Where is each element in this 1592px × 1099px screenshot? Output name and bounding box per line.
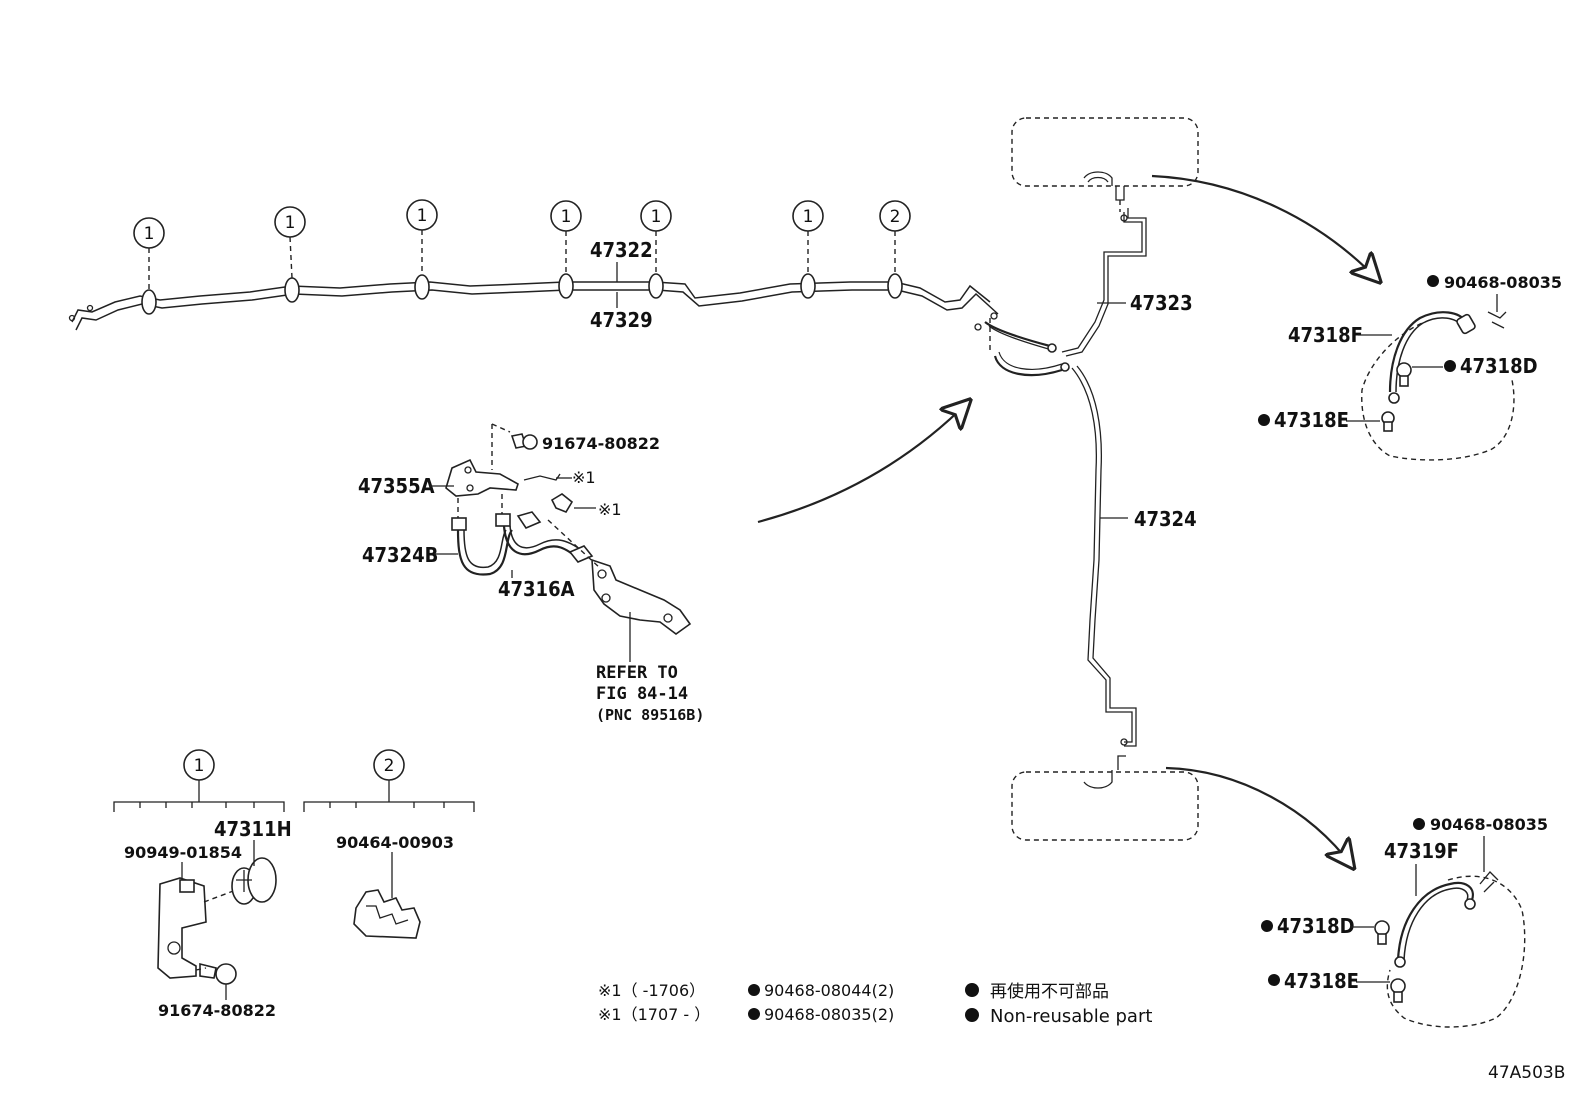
note-x1-clip-b: ※1 [598,500,622,519]
rear-hose-detail [1374,871,1526,1028]
part-47318F-label: 47318F [1288,323,1363,347]
legend-en: Non-reusable part [990,1006,1152,1027]
clamp-marker [414,274,430,300]
junction-hoses [974,312,1070,377]
svg-text:1: 1 [194,756,205,776]
svg-text:1: 1 [285,213,296,233]
refer-pnc-line: (PNC 89516B) [596,706,704,724]
callout-1: 1 [406,199,438,231]
refer-fig-line: FIG 84-14 [596,684,688,704]
footnote-row2-range: ※1（1707 - ） [598,1005,710,1024]
clamp-marker [284,277,300,303]
svg-text:1: 1 [651,207,662,227]
clamp-1-detail: 1 [113,749,285,985]
part-90464-00903-label: 90464-00903 [336,833,454,852]
rear-hose-assembly [445,423,692,662]
part-47316A-label: 47316A [498,577,575,601]
legend-jp: 再使用不可部品 [990,981,1109,1002]
refer-to-line: REFER TO [596,663,678,683]
main-brake-tube [68,281,999,331]
callout-circles: 1 1 1 1 1 1 2 [133,199,911,249]
callout-1: 1 [550,200,582,232]
part-47318D-top-label: 47318D [1460,354,1538,378]
part-47322-label: 47322 [590,238,653,262]
callout-1: 1 [133,217,165,249]
part-47355A-label: 47355A [358,474,435,498]
part-47319F-label: 47319F [1384,839,1459,863]
part-47311H-label: 47311H [214,817,292,841]
arrow-to-rear-hose [1165,766,1352,866]
top-wheel-box [1011,117,1199,222]
footnote-row1-range: ※1（ -1706） [598,981,705,1000]
part-47324-label: 47324 [1134,507,1197,531]
clamp-marker [800,273,816,299]
part-47324B-label: 47324B [362,543,438,567]
svg-text:1: 1 [144,224,155,244]
callout-1: 1 [274,206,306,238]
legend: 再使用不可部品 Non-reusable part [965,981,1152,1027]
footnote-row2-part: 90468-08035(2) [764,1005,894,1024]
clamp-leaders [148,230,896,290]
note-x1-clip-a: ※1 [572,468,596,487]
svg-text:2: 2 [384,756,395,776]
clamp-marker [887,273,903,299]
svg-text:1: 1 [803,207,814,227]
part-90949-01854-label: 90949-01854 [124,843,242,862]
tube-47324 [1071,367,1133,743]
footnote-row1-part: 90468-08044(2) [764,981,894,1000]
clamp-marker [141,289,157,315]
part-91674-80822-top-label: 91674-80822 [542,434,660,453]
svg-text:1: 1 [561,207,572,227]
part-47318D-bottom-label: 47318D [1277,914,1355,938]
svg-text:1: 1 [417,206,428,226]
arrow-to-front-hose [1151,174,1378,280]
part-47318E-bottom-label: 47318E [1284,969,1359,993]
callout-1: 1 [792,200,824,232]
front-hose-detail [1361,311,1515,461]
clamp-marker [558,273,574,299]
tube-47323-outline [1065,208,1147,357]
bottom-wheel-box [1011,738,1199,841]
part-90468-08035-bottom-label: 90468-08035 [1430,815,1548,834]
arrow-from-rear-assembly [757,402,968,524]
svg-text:2: 2 [890,207,901,227]
clamp-marker [648,273,664,299]
figure-code: 47A503B [1488,1063,1565,1083]
footnotes: ※1（ -1706） 90468-08044(2) ※1（1707 - ） 90… [598,981,894,1024]
tube-47323 [1061,212,1143,353]
part-47329-label: 47329 [590,308,653,332]
tube-47324-outline [1076,365,1137,747]
clamp-markers [141,273,903,315]
callout-1: 1 [640,200,672,232]
part-90468-08035-top-label: 90468-08035 [1444,273,1562,292]
callout-2: 2 [879,200,911,232]
part-47318E-top-label: 47318E [1274,408,1349,432]
part-91674-80822-bottom-label: 91674-80822 [158,1001,276,1020]
part-47323-label: 47323 [1130,291,1193,315]
clamp-2-detail: 2 [303,749,475,939]
